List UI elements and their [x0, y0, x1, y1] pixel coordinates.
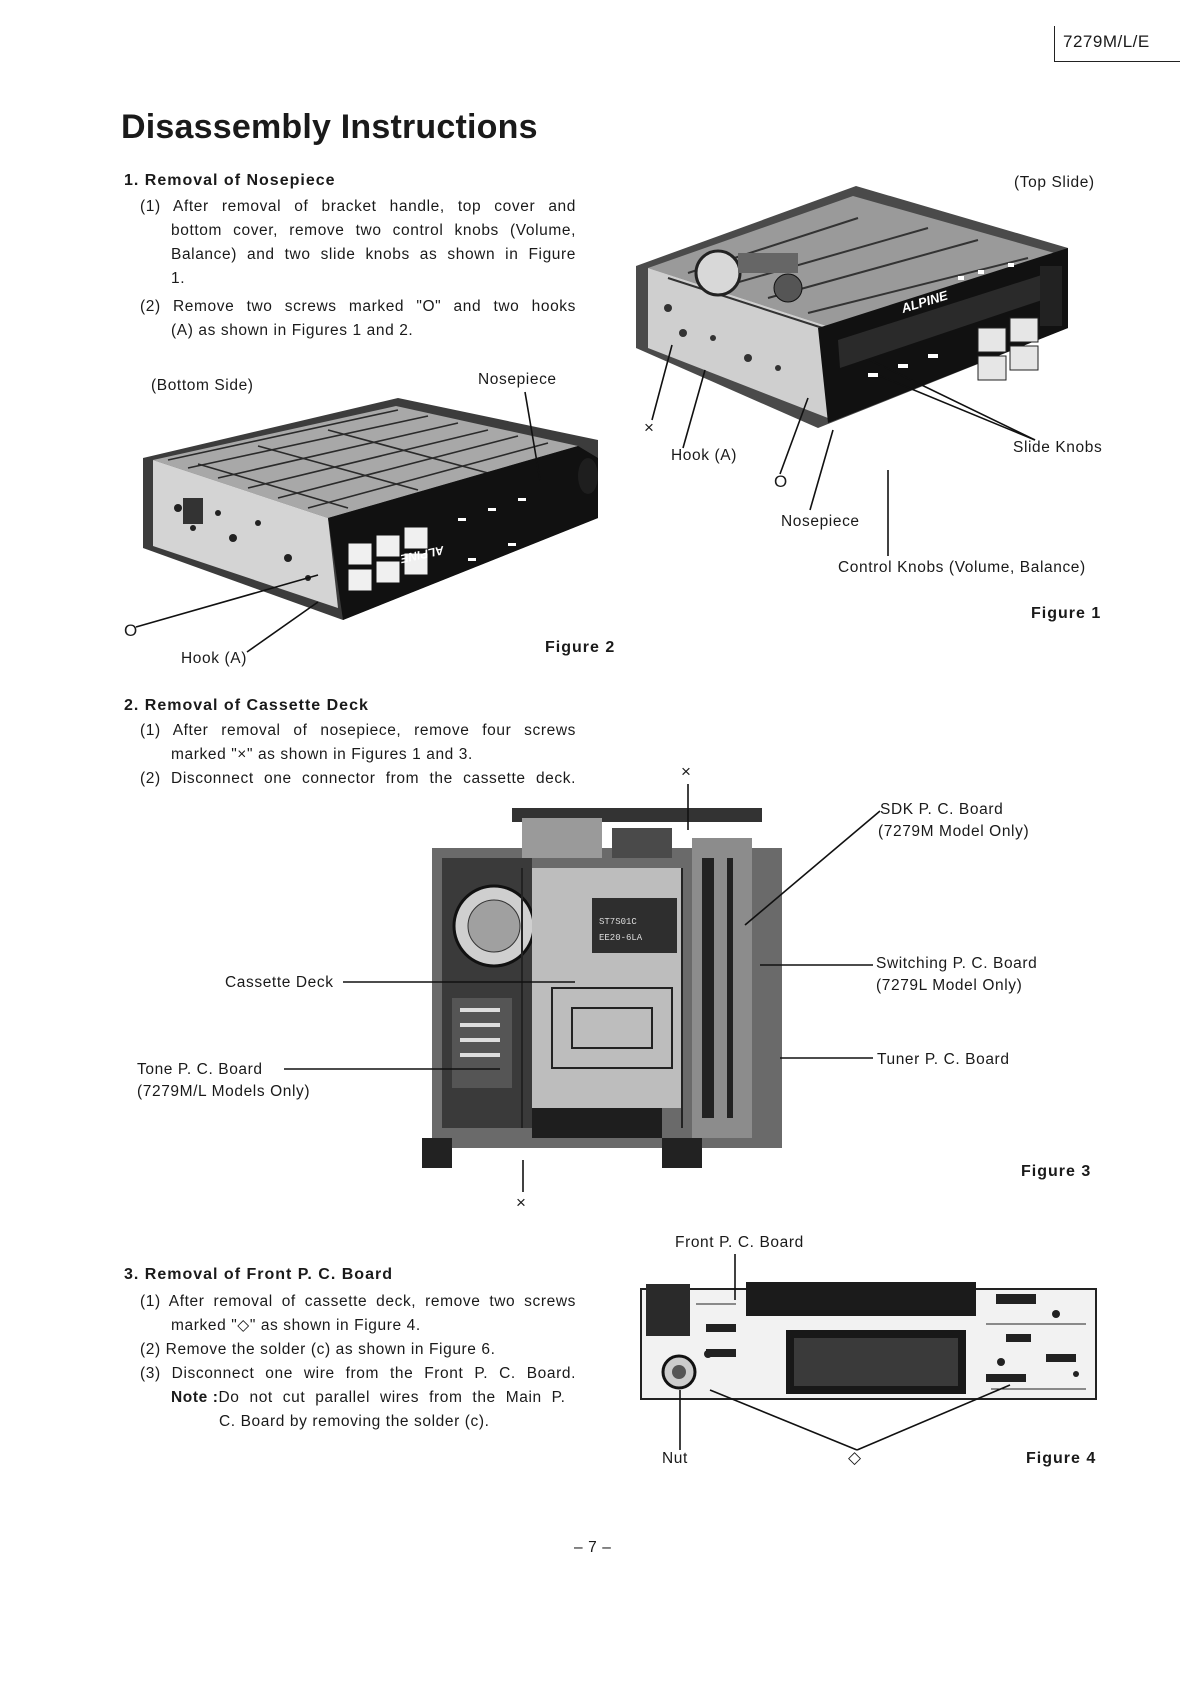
figure-1-photo: ALPINE	[636, 186, 1068, 428]
section-3-step-2: (2) Remove the solder (c) as shown in Fi…	[140, 1338, 576, 1362]
bottom-side-label: (Bottom Side)	[151, 377, 254, 394]
screw-x-mark: ×	[644, 418, 654, 437]
sdk-board-note: (7279M Model Only)	[878, 823, 1030, 840]
tone-board-note: (7279M/L Models Only)	[137, 1083, 311, 1100]
figure-2-caption: Figure 2	[545, 639, 616, 656]
section-2-heading: 2. Removal of Cassette Deck	[124, 697, 369, 714]
cassette-deck-label: Cassette Deck	[225, 974, 334, 991]
slide-knobs-label: Slide Knobs	[1013, 439, 1103, 456]
screw-o-mark: O	[124, 621, 138, 640]
text-line: (1) After removal of bracket handle, top…	[140, 198, 576, 215]
section-2-step-1: (1) After removal of nosepiece, remove f…	[140, 719, 576, 767]
section-3-step-3: (3) Disconnect one wire from the Front P…	[140, 1362, 576, 1386]
figure-1-caption: Figure 1	[1031, 605, 1102, 622]
chip-label: EE20-6LA	[599, 933, 643, 943]
figure-3-caption: Figure 3	[1021, 1163, 1092, 1180]
section-1-step-1: (1) After removal of bracket handle, top…	[140, 195, 576, 291]
nosepiece-label-fig2: Nosepiece	[478, 371, 557, 388]
nut-label: Nut	[662, 1450, 688, 1467]
text-line: 1.	[171, 270, 186, 287]
text-line: marked "◇" as shown in Figure 4.	[171, 1317, 421, 1334]
figure-3-photo: ST7S01C EE20-6LA	[422, 808, 782, 1168]
text-line: (3) Disconnect one wire from the Front P…	[140, 1365, 576, 1382]
figure-4-caption: Figure 4	[1026, 1450, 1097, 1467]
note-label: Note :	[171, 1389, 219, 1406]
switching-board-note: (7279L Model Only)	[876, 977, 1023, 994]
text-line: bottom cover, remove two control knobs (…	[171, 222, 576, 239]
control-knobs-label: Control Knobs (Volume, Balance)	[838, 559, 1086, 576]
text-line: C. Board by removing the solder (c).	[219, 1413, 490, 1430]
text-line: (2) Remove the solder (c) as shown in Fi…	[140, 1341, 496, 1358]
text-line: (1) After removal of nosepiece, remove f…	[140, 722, 576, 739]
screw-diamond-mark: ◇	[848, 1448, 862, 1467]
tone-board-label: Tone P. C. Board	[137, 1061, 263, 1078]
section-3-heading: 3. Removal of Front P. C. Board	[124, 1266, 393, 1283]
text-line: (2) Disconnect one connector from the ca…	[140, 770, 576, 787]
tuner-board-label: Tuner P. C. Board	[877, 1051, 1010, 1068]
text-line: (A) as shown in Figures 1 and 2.	[171, 322, 414, 339]
page-title: Disassembly Instructions	[121, 108, 538, 146]
hook-a-label-fig1: Hook (A)	[671, 447, 737, 464]
top-side-label: (Top Slide)	[1014, 174, 1095, 191]
text-line: (2) Remove two screws marked "O" and two…	[140, 298, 576, 315]
section-3-note: Note :Do not cut parallel wires from the…	[171, 1386, 576, 1434]
hook-a-label-fig2: Hook (A)	[181, 650, 247, 667]
text-line: Balance) and two slide knobs as shown in…	[171, 246, 576, 263]
screw-x-mark: ×	[516, 1193, 526, 1212]
chip-label: ST7S01C	[599, 917, 637, 927]
figure-2-photo: ALPINE	[143, 398, 598, 620]
sdk-board-label: SDK P. C. Board	[880, 801, 1004, 818]
screw-o-mark: O	[774, 472, 788, 491]
section-1-step-2: (2) Remove two screws marked "O" and two…	[140, 295, 576, 343]
figure-4-photo	[640, 1282, 1097, 1400]
switching-board-label: Switching P. C. Board	[876, 955, 1038, 972]
section-3-step-1: (1) After removal of cassette deck, remo…	[140, 1290, 576, 1338]
front-board-label: Front P. C. Board	[675, 1234, 804, 1251]
page-number: – 7 –	[574, 1539, 612, 1556]
screw-x-mark: ×	[681, 762, 691, 781]
section-2-step-2: (2) Disconnect one connector from the ca…	[140, 767, 576, 791]
text-line: Do not cut parallel wires from the Main …	[218, 1389, 566, 1406]
section-1-heading: 1. Removal of Nosepiece	[124, 172, 336, 189]
nosepiece-label-fig1: Nosepiece	[781, 513, 860, 530]
text-line: marked "×" as shown in Figures 1 and 3.	[171, 746, 473, 763]
text-line: (1) After removal of cassette deck, remo…	[140, 1293, 576, 1310]
model-number: 7279M/L/E	[1054, 26, 1180, 62]
